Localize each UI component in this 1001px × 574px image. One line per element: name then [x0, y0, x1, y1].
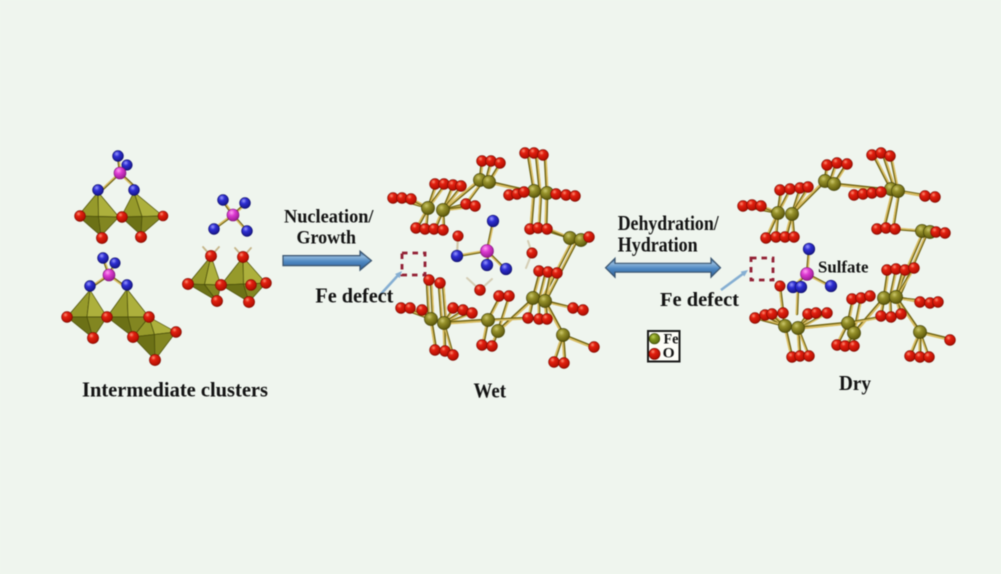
svg-text:Hydration: Hydration	[618, 233, 698, 257]
svg-text:Nucleation/: Nucleation/	[284, 208, 374, 228]
svg-text:O: O	[663, 345, 675, 361]
svg-text:Fe defect: Fe defect	[660, 289, 739, 311]
svg-text:Dehydration/: Dehydration/	[618, 211, 720, 235]
svg-text:Sulfate: Sulfate	[818, 257, 869, 276]
svg-text:Intermediate clusters: Intermediate clusters	[82, 377, 268, 401]
svg-text:Dry: Dry	[839, 371, 871, 395]
svg-text:Growth: Growth	[297, 229, 357, 249]
svg-text:Wet: Wet	[474, 379, 507, 403]
svg-text:Fe defect: Fe defect	[315, 283, 393, 307]
svg-text:Fe: Fe	[664, 332, 680, 348]
